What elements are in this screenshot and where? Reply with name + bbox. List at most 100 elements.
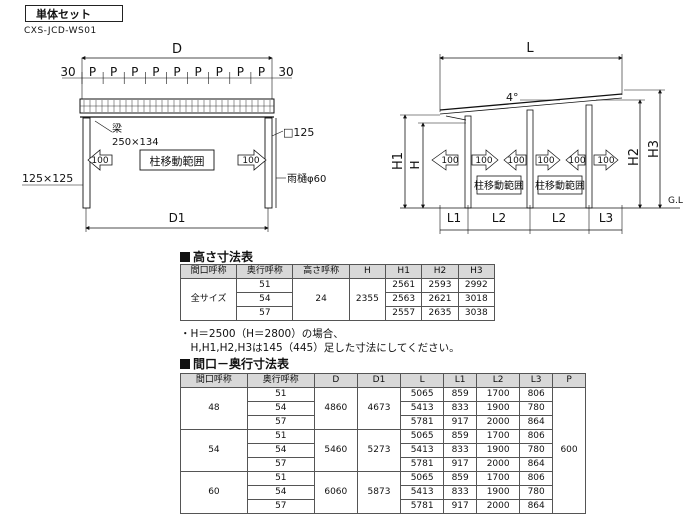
l-cell: 5413 bbox=[400, 443, 445, 458]
table-header-cell: H bbox=[348, 264, 387, 279]
l3-label: L3 bbox=[599, 211, 613, 225]
pitch-label: P bbox=[152, 65, 159, 79]
d-cell: 5460 bbox=[313, 429, 358, 472]
table-header-cell: H3 bbox=[457, 264, 496, 279]
d1-cell: 4673 bbox=[356, 387, 402, 430]
h-cell: 2355 bbox=[348, 278, 387, 321]
l1-cell: 917 bbox=[443, 457, 478, 472]
table-header-cell: L1 bbox=[443, 373, 478, 388]
l1-cell: 917 bbox=[443, 499, 478, 514]
height-name-cell: 24 bbox=[292, 278, 350, 321]
d-label: D bbox=[172, 42, 182, 57]
side-arrow-5-value: 100 bbox=[568, 156, 585, 166]
h3-label: H3 bbox=[647, 140, 662, 158]
depth-cell: 51 bbox=[246, 429, 315, 444]
h1-cell: 2561 bbox=[385, 278, 423, 293]
post-size-label: □125 bbox=[283, 126, 314, 139]
l2-cell: 1900 bbox=[476, 485, 521, 500]
beam-size-label: 250×134 bbox=[112, 137, 159, 148]
pitch-label: P bbox=[237, 65, 244, 79]
h-label: H bbox=[408, 160, 422, 169]
arrow-left-icon bbox=[237, 149, 267, 171]
pitch-label: P bbox=[110, 65, 117, 79]
side-range-box-2 bbox=[537, 175, 583, 195]
side-range-box-1 bbox=[476, 175, 522, 195]
h2-label: H2 bbox=[627, 148, 642, 166]
arrow-right-value: 100 bbox=[242, 156, 259, 166]
h3-cell: 2992 bbox=[457, 278, 496, 293]
depth-cell: 51 bbox=[246, 387, 315, 402]
d-cell: 6060 bbox=[313, 471, 358, 514]
l3-cell: 864 bbox=[519, 415, 554, 430]
l1-cell: 859 bbox=[443, 429, 478, 444]
table-header-cell: L2 bbox=[476, 373, 521, 388]
table-header-cell: 間口呼称 bbox=[179, 264, 238, 279]
l3-cell: 780 bbox=[519, 485, 554, 500]
h3-cell: 3038 bbox=[457, 306, 496, 321]
side-arrow-4-value: 100 bbox=[537, 156, 554, 166]
depth-cell: 57 bbox=[246, 499, 315, 514]
depth-cell: 54 bbox=[246, 401, 315, 416]
h2-cell: 2593 bbox=[421, 278, 459, 293]
table-header-cell: D1 bbox=[356, 373, 402, 388]
side-arrow-1-icon bbox=[431, 149, 459, 171]
pitch-label: P bbox=[89, 65, 96, 79]
side-arrow-1-value: 100 bbox=[441, 156, 458, 166]
l2-cell: 1700 bbox=[476, 387, 521, 402]
height-table-heading: 高さ寸法表 bbox=[180, 248, 253, 265]
frontage-cell: 48 bbox=[180, 387, 248, 430]
gl-label: G.L bbox=[668, 196, 683, 206]
side-arrow-4-icon bbox=[535, 149, 561, 171]
h2-cell: 2635 bbox=[421, 306, 459, 321]
side-arrow-2-icon bbox=[471, 149, 499, 171]
table-header-cell: L bbox=[400, 373, 445, 388]
side-arrow-5-icon bbox=[565, 149, 586, 171]
table-header-cell: 奥行呼称 bbox=[236, 264, 294, 279]
frontage-cell: 54 bbox=[180, 429, 248, 472]
table-header-cell: 高さ呼称 bbox=[292, 264, 350, 279]
h1-cell: 2563 bbox=[385, 292, 423, 307]
frontage-table-heading: 間口－奥行寸法表 bbox=[180, 355, 289, 372]
arrow-right-icon bbox=[87, 149, 113, 171]
p-cell: 600 bbox=[552, 387, 586, 514]
gutter-label: 雨樋φ60 bbox=[287, 172, 326, 185]
arrow-left-value: 100 bbox=[91, 156, 108, 166]
table-header-cell: L3 bbox=[519, 373, 554, 388]
l3-cell: 806 bbox=[519, 429, 554, 444]
l1-cell: 833 bbox=[443, 401, 478, 416]
side-arrow-3-value: 100 bbox=[507, 156, 524, 166]
l2-cell: 1900 bbox=[476, 443, 521, 458]
depth-cell: 54 bbox=[246, 485, 315, 500]
l2-cell: 1700 bbox=[476, 429, 521, 444]
table-header-cell: D bbox=[313, 373, 358, 388]
side-post-3 bbox=[585, 104, 593, 209]
page-title: 単体セット bbox=[25, 5, 123, 22]
left-post bbox=[82, 117, 91, 209]
pitch-label: P bbox=[173, 65, 180, 79]
corner-size-label: 125×125 bbox=[22, 172, 73, 185]
l-label: L bbox=[526, 41, 534, 56]
l-cell: 5065 bbox=[400, 429, 445, 444]
end-right-label: 30 bbox=[278, 65, 293, 79]
side-range-label-1: 柱移動範囲 bbox=[474, 179, 524, 192]
h1-cell: 2557 bbox=[385, 306, 423, 321]
side-range-label-2: 柱移動範囲 bbox=[535, 179, 585, 192]
l3-cell: 864 bbox=[519, 457, 554, 472]
l2-label-2: L2 bbox=[552, 211, 566, 225]
depth-cell: 54 bbox=[236, 292, 294, 307]
l1-cell: 859 bbox=[443, 387, 478, 402]
l-cell: 5781 bbox=[400, 457, 445, 472]
l3-cell: 806 bbox=[519, 387, 554, 402]
depth-cell: 57 bbox=[246, 457, 315, 472]
roof-grid bbox=[80, 100, 274, 112]
l1-cell: 833 bbox=[443, 443, 478, 458]
pitch-label: P bbox=[216, 65, 223, 79]
note-text: ・H＝2500（H＝2800）の場合、 H,H1,H2,H3は145（445）足… bbox=[180, 327, 460, 355]
slope-label: 4° bbox=[506, 91, 519, 104]
